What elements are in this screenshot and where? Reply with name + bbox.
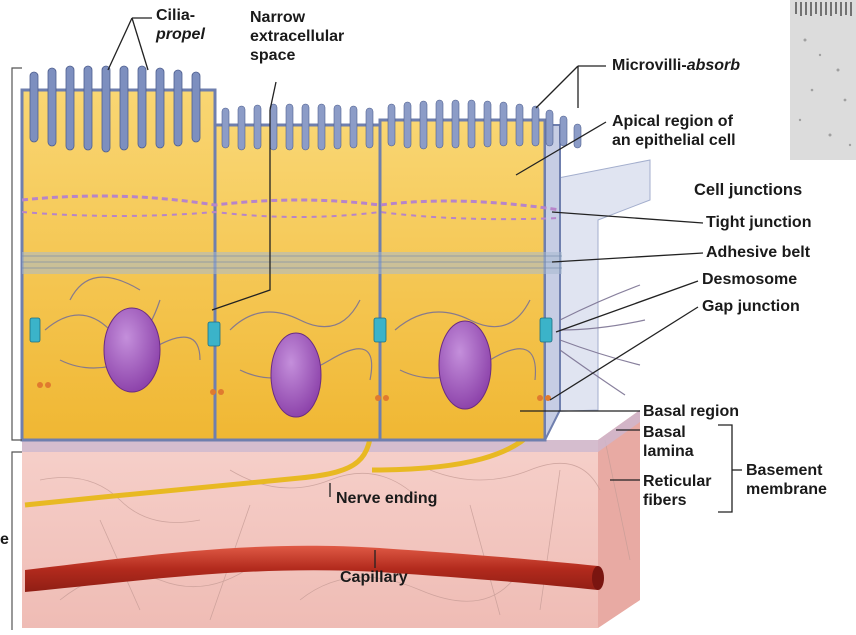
- label-reticular-line1: Reticular: [643, 473, 711, 490]
- basement-bracket: [718, 425, 732, 512]
- label-reticular-fibers: Reticular fibers: [643, 472, 711, 510]
- label-cilia: Cilia- propel: [156, 6, 205, 44]
- label-basal-region: Basal region: [643, 402, 739, 421]
- label-microvilli-text: Microvilli-: [612, 57, 687, 74]
- label-basal-lamina-line1: Basal: [643, 424, 686, 441]
- label-capillary: Capillary: [340, 568, 408, 587]
- label-narrow-extracellular-space: Narrow extracellular space: [250, 8, 344, 65]
- label-reticular-line2: fibers: [643, 492, 687, 509]
- label-apical-region: Apical region of an epithelial cell: [612, 112, 736, 150]
- label-gap-junction: Gap junction: [702, 297, 800, 316]
- label-cell-junctions-heading: Cell junctions: [694, 181, 802, 200]
- label-adhesive-belt: Adhesive belt: [706, 243, 810, 262]
- label-basal-lamina-line2: lamina: [643, 443, 694, 460]
- label-basement-line2: membrane: [746, 481, 827, 498]
- label-microvilli-function: absorb: [687, 57, 740, 74]
- label-cilia-text: Cilia-: [156, 7, 195, 24]
- label-basal-lamina: Basal lamina: [643, 423, 694, 461]
- label-cilia-function: propel: [156, 26, 205, 43]
- label-narrow-line2: extracellular: [250, 28, 344, 45]
- label-basement-membrane: Basement membrane: [746, 461, 827, 499]
- label-apical-line2: an epithelial cell: [612, 132, 736, 149]
- micrograph-inset: [790, 0, 856, 160]
- label-left-cut: e: [0, 530, 9, 549]
- label-narrow-line3: space: [250, 47, 295, 64]
- label-apical-line1: Apical region of: [612, 113, 733, 130]
- label-narrow-line1: Narrow: [250, 9, 305, 26]
- label-microvilli: Microvilli-absorb: [612, 56, 740, 75]
- label-nerve-ending: Nerve ending: [336, 489, 437, 508]
- label-desmosome: Desmosome: [702, 270, 797, 289]
- label-basement-line1: Basement: [746, 462, 822, 479]
- label-tight-junction: Tight junction: [706, 213, 811, 232]
